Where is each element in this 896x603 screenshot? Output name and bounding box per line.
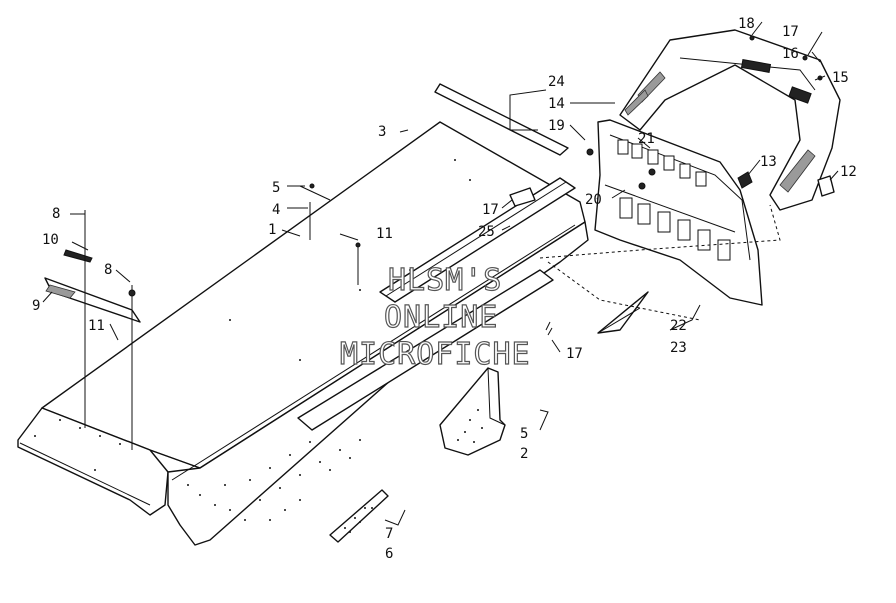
running-board-rail [379,177,576,303]
callout-8-right: 8 [104,262,112,278]
callout-10: 10 [42,232,59,248]
callout-8-left: 8 [52,206,60,222]
callout-11-left: 11 [88,318,105,334]
watermark-line-1: HLSM'S [388,263,502,298]
callout-23: 23 [670,340,687,356]
lower-side-rail [297,269,554,431]
callout-22: 22 [670,318,687,334]
callout-6: 6 [385,546,393,562]
flap-part-23 [597,291,649,334]
callout-21: 21 [638,131,655,147]
callout-12: 12 [840,164,857,180]
watermark-line-2: ONLINE [384,300,498,335]
callout-15: 15 [832,70,849,86]
callout-20: 20 [585,192,602,208]
callout-19: 19 [548,118,565,134]
side-bracket-part-2 [439,367,506,456]
tail-light [737,171,835,197]
rear-panel-lettering [617,139,731,261]
callout-11-mid: 11 [376,226,393,242]
callout-14: 14 [548,96,565,112]
plate-part-6 [329,489,389,543]
tunnel-texture-dots [34,159,471,521]
callout-25: 25 [478,224,495,240]
callout-2: 2 [520,446,528,462]
callout-17-bottom: 17 [566,346,583,362]
callout-18: 18 [738,16,755,32]
callout-1: 1 [268,222,276,238]
callout-13: 13 [760,154,777,170]
callout-7: 7 [385,526,393,542]
watermark: HLSM'S ONLINE MICROFICHE [339,262,531,372]
rear-panel [586,119,763,306]
callout-4: 4 [272,202,280,218]
callout-5-lower: 5 [520,426,528,442]
left-bracket-assembly [44,210,141,450]
rear-grab-bar [619,29,841,211]
callout-17-top: 17 [782,24,799,40]
leader-lines [42,21,839,526]
callout-3: 3 [378,124,386,140]
callout-16: 16 [782,46,799,62]
watermark-line-3: MICROFICHE [340,337,531,372]
trim-strip-part-24 [434,83,569,156]
fasteners [299,35,823,336]
callout-labels: 1 2 3 4 5 5 6 7 8 8 9 10 11 11 12 13 14 … [32,16,857,562]
callout-17-mid: 17 [482,202,499,218]
callout-24: 24 [548,74,565,90]
callout-5-upper: 5 [272,180,280,196]
callout-9: 9 [32,298,40,314]
